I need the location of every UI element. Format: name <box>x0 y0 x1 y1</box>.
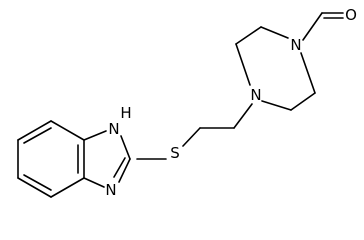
atom-imidazole-n3: N <box>105 181 116 199</box>
bond-n1h-c7a <box>83 130 107 141</box>
bond-c5-c6 <box>290 92 316 111</box>
bond-n3-c2-b <box>113 157 126 178</box>
bond-n1-cho <box>302 12 323 41</box>
bond-c5-c4-a <box>17 177 52 198</box>
bond-ch2-s <box>182 127 201 147</box>
atom-imidazole-nh-h: H <box>120 104 131 122</box>
bond-c3a-n3 <box>83 177 105 188</box>
bond-n4-ch2 <box>233 103 253 129</box>
atom-thioether-s: S <box>170 144 180 162</box>
bond-c3-n4 <box>235 43 251 86</box>
bond-n1-c2 <box>260 26 289 39</box>
bond-c5-c4-b <box>23 174 52 191</box>
bond-c4-c3a <box>50 177 85 198</box>
atom-formyl-o: O <box>345 6 357 24</box>
bond-c7-c6-a <box>17 120 52 141</box>
bond-c2-c3 <box>235 26 262 45</box>
atom-piperazine-n4: N <box>250 86 261 104</box>
structure-diagram: O N N S N H N <box>17 6 357 199</box>
bond-c6-n1 <box>300 52 316 94</box>
bond-n3-c2-a <box>118 158 131 183</box>
atom-imidazole-nh-n: N <box>108 120 119 138</box>
bond-c7-c6-b <box>23 127 52 144</box>
atom-piperazine-n1: N <box>290 36 301 54</box>
molecule-canvas: O N N S N H N <box>17 6 357 199</box>
bond-c2-n1h <box>120 135 131 160</box>
bond-c7a-c7 <box>50 120 85 141</box>
bond-n4-c5 <box>261 100 292 111</box>
